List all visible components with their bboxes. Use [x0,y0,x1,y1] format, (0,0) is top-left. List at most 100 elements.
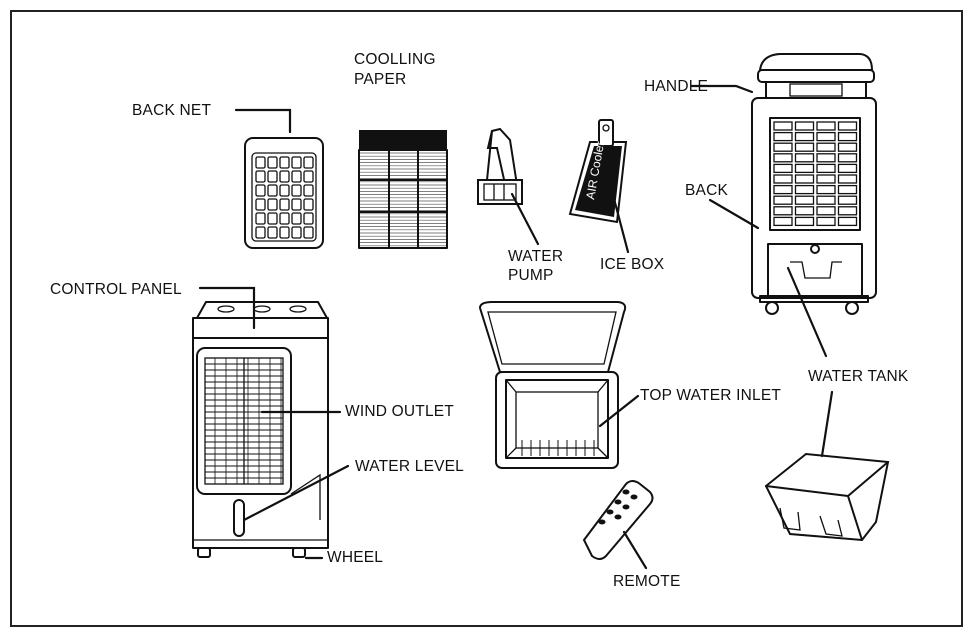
back-net-cell [291,198,302,211]
remote-icon [582,480,654,560]
back-grid-cell [794,174,815,184]
remote-button [630,494,638,500]
back-grid-cell [837,174,858,184]
back-grid-cell [816,153,836,163]
back-grid-cell [773,195,793,205]
back-net-cell [303,226,314,239]
back-grid-cell [773,184,793,195]
label-water-level: WATER LEVEL [355,458,465,475]
back-net-cell [279,156,290,169]
back-net-cell [291,184,302,197]
back-grid-cell [816,142,836,152]
back-grid-cell [773,163,793,174]
back-net-cell [255,156,266,169]
back-grid-cell [816,174,836,184]
cooler-back-icon [751,53,877,315]
back-net-cell [267,198,278,211]
label-water-pump-line1: WATER [508,248,564,265]
label-remote: REMOTE [613,573,681,590]
back-grid-cell [794,142,815,152]
label-top-water-inlet: TOP WATER INLET [640,387,782,404]
back-grid-cell [837,142,858,152]
remote-button [614,499,622,505]
back-net-cell [279,226,290,239]
back-net-cell [279,198,290,211]
back-net-cell [267,226,278,239]
back-grid-cell [837,216,858,227]
back-net-cell [291,170,302,183]
back-grid-cell [773,206,793,216]
label-coolling-paper-line1: COOLLING [354,51,436,68]
label-handle: HANDLE [644,78,709,95]
back-net-icon [244,137,324,249]
label-coolling-paper-line2: PAPER [354,71,407,88]
back-grid-cell [794,131,815,142]
back-grid-cell [794,184,815,195]
label-back-net: BACK NET [132,102,212,119]
ice-box-icon: AIR Cooler [568,119,628,224]
back-net-cell [255,184,266,197]
back-grid-cell [773,131,793,142]
back-net-cell [303,198,314,211]
water-tank-icon [764,452,890,542]
back-grid-cell [837,153,858,163]
back-net-cell [255,212,266,225]
back-grid-cell [816,163,836,174]
back-grid-cell [773,174,793,184]
back-grid-cell [837,131,858,142]
back-grid-cell [816,121,836,131]
back-net-cell [267,184,278,197]
back-grid-cell [837,121,858,131]
back-net-cell [279,170,290,183]
cooling-paper-icon [358,130,448,249]
back-grid-cell [837,195,858,205]
label-water-tank: WATER TANK [808,368,909,385]
back-grid-cell [773,121,793,131]
water-inlet-lid-icon [478,301,627,469]
back-grid-cell [816,184,836,195]
back-grid-cell [794,153,815,163]
back-net-cell [255,170,266,183]
back-grid-cell [794,216,815,227]
back-net-cell [303,184,314,197]
back-net-cell [267,156,278,169]
back-net-cell [267,170,278,183]
back-grid-cell [773,142,793,152]
label-water-pump-line2: PUMP [508,267,554,284]
diagram-frame [10,10,963,627]
remote-button [606,509,614,515]
back-grid-cell [773,216,793,227]
back-grid-cell [794,121,815,131]
leader-lines [198,84,834,570]
back-net-cell [303,156,314,169]
label-control-panel: CONTROL PANEL [50,281,182,298]
back-net-cell [291,226,302,239]
back-net-cell [255,198,266,211]
back-grid-cell [837,163,858,174]
back-net-cell [255,226,266,239]
back-grid-cell [773,153,793,163]
back-grid-cell [837,184,858,195]
back-grid-cell [794,195,815,205]
water-pump-icon [477,127,523,205]
back-net-cell [291,212,302,225]
remote-button [614,514,622,520]
back-grid-cell [794,206,815,216]
back-net-cell [279,212,290,225]
back-grid-cell [816,216,836,227]
back-net-cell [267,212,278,225]
back-grid-cell [794,163,815,174]
back-net-cell [291,156,302,169]
label-wheel: WHEEL [327,549,384,566]
remote-button [622,489,630,495]
remote-button [598,519,606,525]
back-grid-cell [837,206,858,216]
back-grid-cell [816,131,836,142]
remote-button [622,504,630,510]
back-grid-cell [816,195,836,205]
back-net-cell [303,212,314,225]
back-net-cell [279,184,290,197]
label-back: BACK [685,182,729,199]
cooler-front-icon [192,301,329,558]
